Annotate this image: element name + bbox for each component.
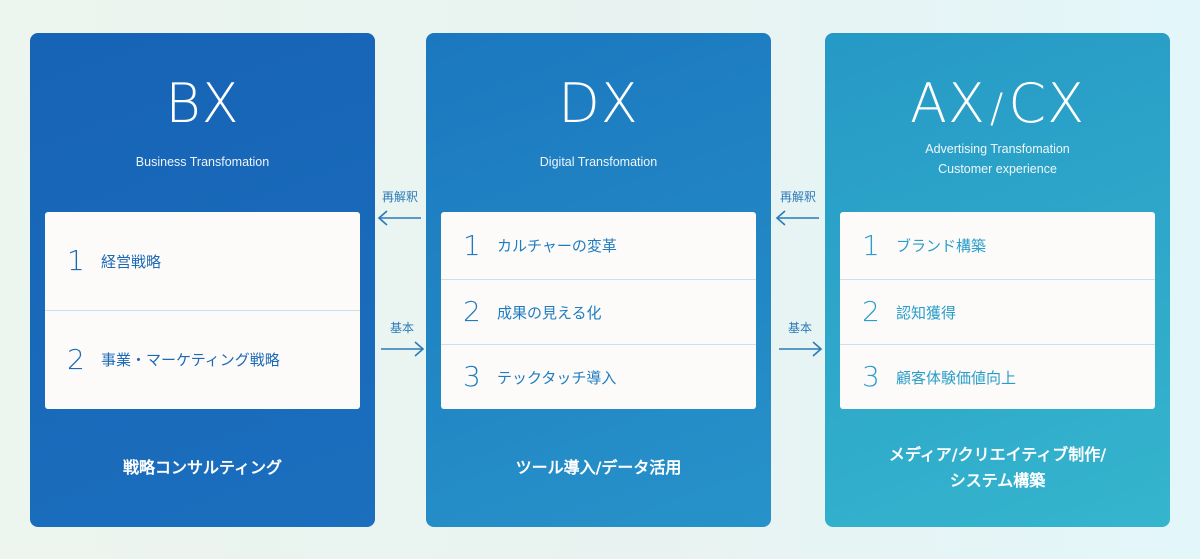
column-subtitle-bx: Business Transfomation [135,155,270,169]
item-number: 2 [67,342,85,376]
list-item: 3 顧客体験価値向上 [840,344,1155,409]
connector-label: 再解釈 [779,190,816,204]
item-number: 3 [862,360,880,393]
footer-line: メディア/クリエイティブ制作/ [888,445,1107,464]
column-ax-cx: AX/CX Advertising Transfomation Customer… [825,33,1170,527]
list-item: 3 テックタッチ導入 [441,344,756,409]
item-number: 1 [862,228,880,262]
arrow-right-icon [779,341,823,357]
item-number: 1 [67,244,85,277]
footer-line: ツール導入/データ活用 [515,458,682,477]
item-label: 顧客体験価値向上 [896,368,1017,387]
basis-arrow-2: 基本 [776,321,824,357]
arrow-left-icon [775,210,819,226]
item-label: 経営戦略 [101,252,162,271]
item-number: 2 [463,295,481,328]
connector-label: 基本 [787,321,812,335]
list-item: 2 認知獲得 [840,279,1155,344]
connector-label: 基本 [389,321,414,335]
list-item: 2 成果の見える化 [441,279,756,344]
reinterpret-arrow-1: 再解釈 [376,190,424,226]
column-subtitle-dx: Digital Transfomation [539,155,658,169]
item-label: カルチャーの変革 [497,237,617,255]
list-item: 1 カルチャーの変革 [441,212,756,279]
arrow-right-icon [381,341,425,357]
title-cx: CX [1008,72,1086,135]
item-label: 事業・マーケティング戦略 [101,351,280,369]
item-label: 認知獲得 [896,303,957,322]
column-bx: BX Business Transfomation 1 経営戦略 2 事業・マー… [30,33,375,527]
column-footer-ax-cx: メディア/クリエイティブ制作/ システム構築 [825,442,1170,494]
item-label: ブランド構築 [896,237,987,255]
item-card-ax-cx: 1 ブランド構築 2 認知獲得 3 顧客体験価値向上 [840,212,1155,409]
item-number: 1 [463,228,481,262]
column-title-bx: BX [165,72,240,135]
connector-label: 再解釈 [381,190,418,204]
item-card-dx: 1 カルチャーの変革 2 成果の見える化 3 テックタッチ導入 [441,212,756,409]
footer-line: システム構築 [949,471,1046,490]
reinterpret-arrow-2: 再解釈 [774,190,822,226]
item-label: 成果の見える化 [497,303,602,322]
item-number: 3 [463,360,481,393]
column-title-dx: DX [558,72,639,135]
list-item: 1 ブランド構築 [840,212,1155,279]
title-ax: AX [909,72,986,135]
column-dx: DX Digital Transfomation 1 カルチャーの変革 2 成果… [426,33,771,527]
basis-arrow-1: 基本 [378,321,426,357]
column-subtitle-ax-cx: Advertising Transfomation Customer exper… [825,139,1170,179]
footer-line: 戦略コンサルティング [122,458,283,477]
list-item: 2 事業・マーケティング戦略 [45,310,360,408]
title-separator: / [989,86,1005,132]
arrow-left-icon [377,210,421,226]
column-footer-bx: 戦略コンサルティング [30,455,375,481]
subtitle-line: Customer experience [938,162,1057,176]
subtitle-line: Advertising Transfomation [925,142,1070,156]
item-card-bx: 1 経営戦略 2 事業・マーケティング戦略 [45,212,360,409]
column-footer-dx: ツール導入/データ活用 [426,455,771,481]
item-label: テックタッチ導入 [497,368,617,387]
item-number: 2 [862,295,880,328]
column-title-ax-cx: AX/CX [825,71,1170,142]
list-item: 1 経営戦略 [45,212,360,310]
